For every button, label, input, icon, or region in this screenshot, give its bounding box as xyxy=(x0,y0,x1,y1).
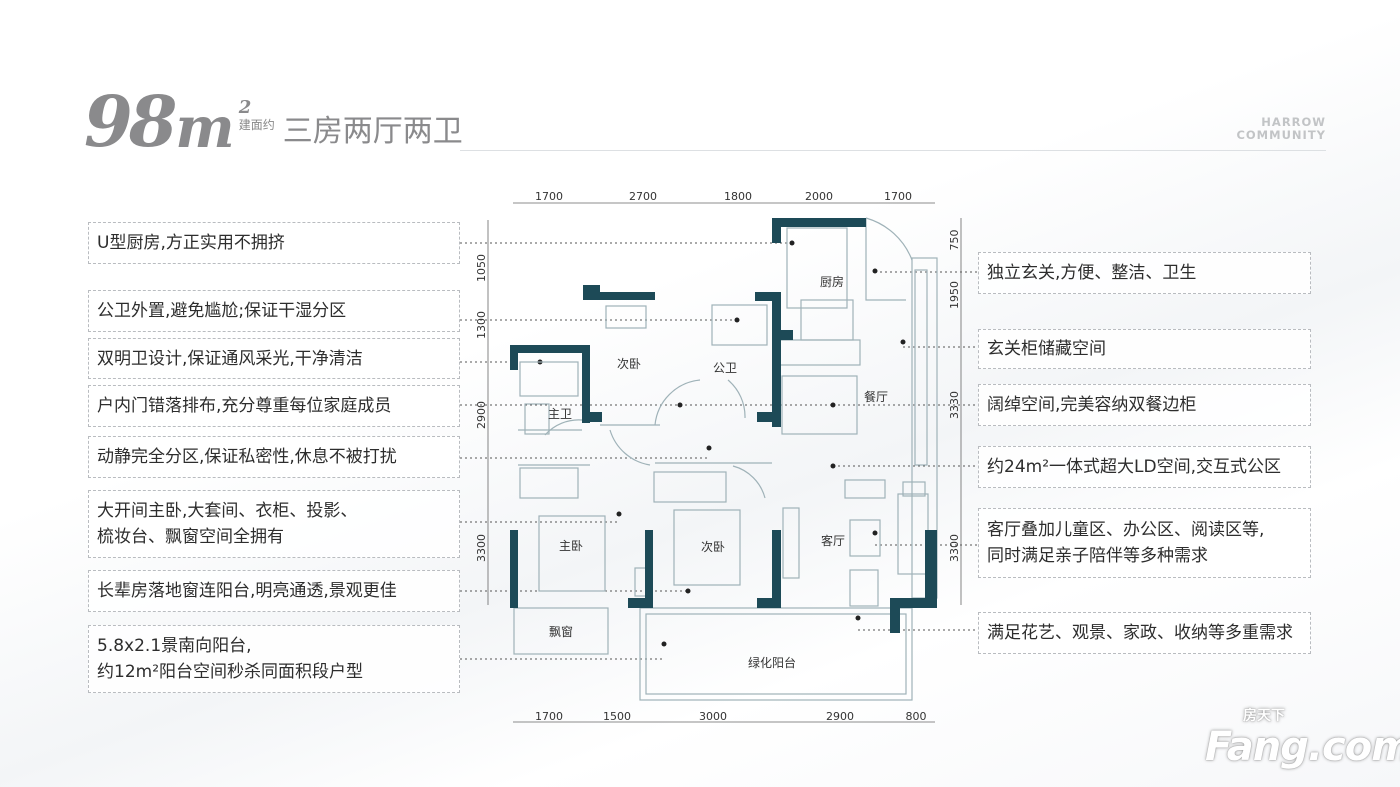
room-master-bath: 主卫 xyxy=(548,407,572,421)
room-bay-window: 飘窗 xyxy=(549,625,573,639)
note-text: U型厨房,方正实用不拥挤 xyxy=(97,233,285,253)
note-text: 长辈房落地窗连阳台,明亮通透,景观更佳 xyxy=(97,581,397,601)
note-kitchen: U型厨房,方正实用不拥挤 xyxy=(88,222,460,264)
note-text: 独立玄关,方便、整洁、卫生 xyxy=(987,263,1197,283)
dim-bottom-1: 1700 xyxy=(535,710,563,723)
dim-top-5: 1700 xyxy=(884,190,912,203)
note-ld-space: 约24m²一体式超大LD空间,交互式公区 xyxy=(978,446,1311,488)
room-public-bath: 公卫 xyxy=(713,361,737,375)
note-text: 5.8x2.1景南向阳台, xyxy=(97,636,252,656)
dim-left-1: 1050 xyxy=(475,254,488,282)
watermark-logo: 房天下 Fang.com xyxy=(1205,708,1400,770)
note-text: 户内门错落排布,充分尊重每位家庭成员 xyxy=(97,396,392,416)
room-bedroom-2a: 次卧 xyxy=(617,357,641,371)
note-elder-room: 长辈房落地窗连阳台,明亮通透,景观更佳 xyxy=(88,570,460,612)
note-text: 阔绰空间,完美容纳双餐边柜 xyxy=(987,395,1197,415)
area-number: 98 xyxy=(84,80,177,163)
walls xyxy=(510,218,937,633)
note-public-bath: 公卫外置,避免尴尬;保证干湿分区 xyxy=(88,290,460,332)
watermark-cn: 房天下 xyxy=(1243,708,1285,724)
dim-bottom-3: 3000 xyxy=(699,710,727,723)
note-text: 梳妆台、飘窗空间全拥有 xyxy=(97,527,284,547)
dim-bottom-2: 1500 xyxy=(603,710,631,723)
note-dining: 阔绰空间,完美容纳双餐边柜 xyxy=(978,384,1311,426)
note-text: 动静完全分区,保证私密性,休息不被打扰 xyxy=(97,447,397,467)
note-doors: 户内门错落排布,充分尊重每位家庭成员 xyxy=(88,385,460,427)
note-living: 客厅叠加儿童区、办公区、阅读区等, 同时满足亲子陪伴等多种需求 xyxy=(978,508,1311,578)
room-bedroom-2b: 次卧 xyxy=(701,540,725,554)
watermark-brand: Fang.com xyxy=(1205,724,1400,770)
note-text: 双明卫设计,保证通风采光,干净清洁 xyxy=(97,348,363,369)
area-sup: 2 xyxy=(238,97,252,118)
note-entrance: 独立玄关,方便、整洁、卫生 xyxy=(978,252,1311,294)
area-sup-group: 2 建面约 xyxy=(238,97,275,133)
title-divider xyxy=(460,150,1326,151)
note-text: 同时满足亲子陪伴等多种需求 xyxy=(987,546,1208,566)
dim-top-3: 1800 xyxy=(724,190,752,203)
room-master-bedroom: 主卧 xyxy=(559,539,583,553)
room-kitchen: 厨房 xyxy=(820,274,844,289)
dim-left-3: 2900 xyxy=(475,401,488,429)
dim-right-3: 3330 xyxy=(948,391,961,419)
room-dining: 餐厅 xyxy=(864,389,888,404)
brand-line1: HARROW xyxy=(1261,115,1326,129)
room-labels: 厨房 次卧 公卫 餐厅 主卫 主卧 次卧 客厅 飘窗 绿化阳台 xyxy=(548,274,888,670)
room-balcony: 绿化阳台 xyxy=(748,655,796,670)
dim-bottom-5: 800 xyxy=(906,710,927,723)
note-text: 玄关柜储藏空间 xyxy=(987,339,1106,359)
brand-line2: COMMUNITY xyxy=(1236,128,1326,142)
note-text: 大开间主卧,大套间、衣柜、投影、 xyxy=(97,501,358,521)
dimensions: 1700 2700 1800 2000 1700 1700 1500 3000 … xyxy=(475,190,962,723)
dim-top-4: 2000 xyxy=(805,190,833,203)
thin-walls xyxy=(513,217,938,701)
note-text: 约24m²一体式超大LD空间,交互式公区 xyxy=(987,457,1281,477)
dim-right-4: 3300 xyxy=(948,534,961,562)
area-unit: m xyxy=(175,95,235,161)
note-balcony: 5.8x2.1景南向阳台, 约12m²阳台空间秒杀同面积段户型 xyxy=(88,625,460,693)
dim-top-2: 2700 xyxy=(629,190,657,203)
dim-bottom-4: 2900 xyxy=(826,710,854,723)
note-balcony-use: 满足花艺、观景、家政、收纳等多重需求 xyxy=(978,612,1311,654)
note-text: 约12m²阳台空间秒杀同面积段户型 xyxy=(97,662,364,682)
page-title: 98 m 2 建面约 三房两厅两卫 xyxy=(84,78,463,162)
note-text: 公卫外置,避免尴尬;保证干湿分区 xyxy=(97,301,347,321)
dim-right-1: 750 xyxy=(948,230,961,251)
layout-name: 三房两厅两卫 xyxy=(282,114,463,149)
note-master-bedroom: 大开间主卧,大套间、衣柜、投影、梳妆台、飘窗空间全拥有 xyxy=(88,490,460,558)
dim-left-4: 3300 xyxy=(475,534,488,562)
note-text: 满足花艺、观景、家政、收纳等多重需求 xyxy=(987,623,1293,643)
dim-top-1: 1700 xyxy=(535,190,563,203)
room-living: 客厅 xyxy=(821,533,845,548)
note-entry-cabinet: 玄关柜储藏空间 xyxy=(978,329,1311,369)
note-text: 客厅叠加儿童区、办公区、阅读区等, xyxy=(987,520,1265,540)
note-double-bath: 双明卫设计,保证通风采光,干净清洁 xyxy=(88,338,460,379)
note-zoning: 动静完全分区,保证私密性,休息不被打扰 xyxy=(88,436,460,478)
dim-left-2: 1300 xyxy=(475,311,488,339)
dim-right-2: 1950 xyxy=(948,281,961,309)
area-prefix: 建面约 xyxy=(238,118,275,132)
